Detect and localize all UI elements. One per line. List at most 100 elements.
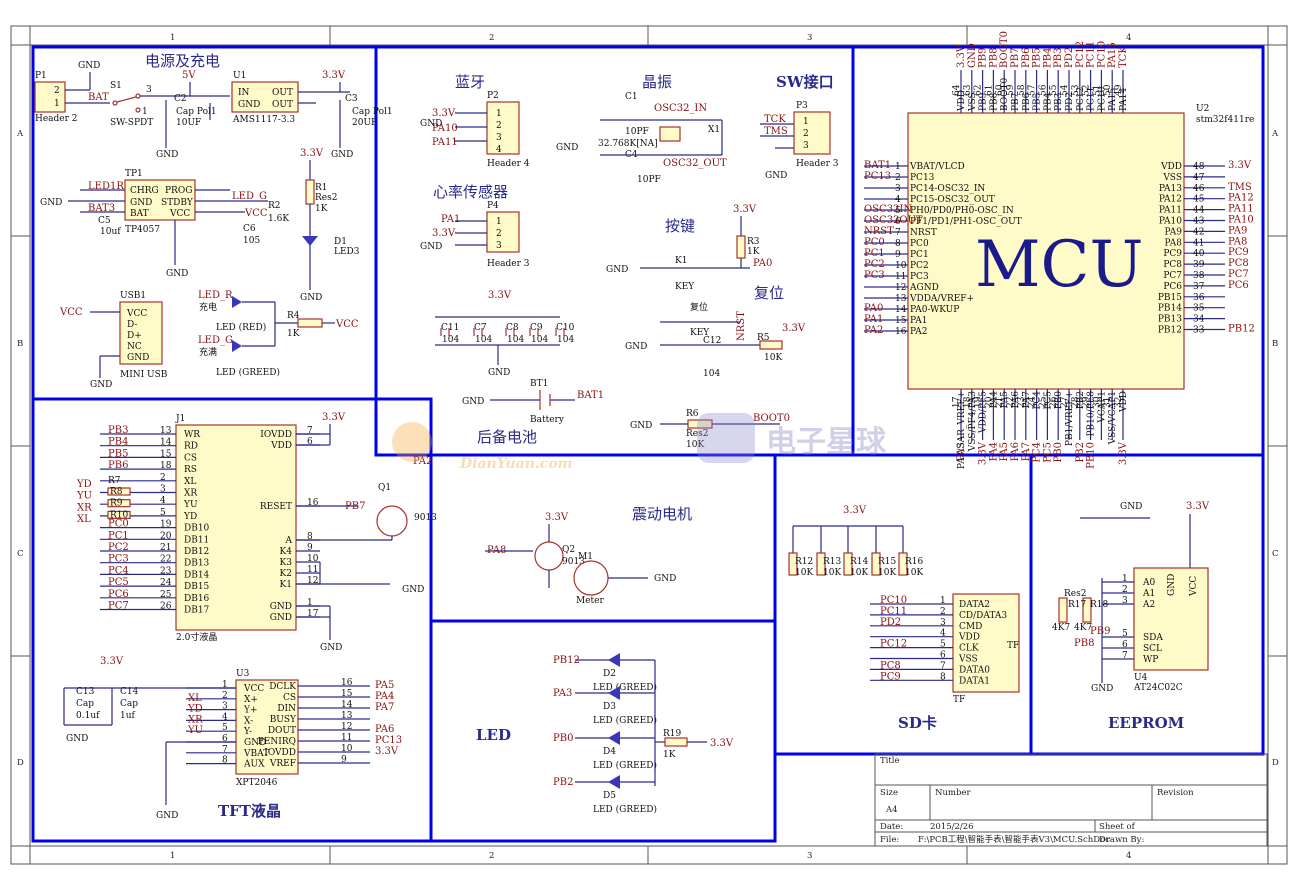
svg-text:Meter: Meter	[576, 596, 604, 606]
svg-text:XPT2046: XPT2046	[236, 778, 278, 788]
lcd-pin-number: 4	[160, 496, 166, 506]
sw-heading: SW接口	[776, 73, 834, 91]
mcu-net: PB2	[1075, 442, 1086, 462]
mcu-pin-number: 3	[895, 184, 901, 194]
mcu-pin-name: PC15-OSC32_OUT	[910, 195, 995, 205]
svg-text:10PF: 10PF	[637, 175, 661, 185]
mcu-pin-number: 35	[1193, 304, 1205, 314]
mcu-pin-number: 2	[895, 173, 901, 183]
eeprom-net: PB9	[1090, 626, 1110, 637]
mcu-pin-name: PA8	[1165, 238, 1183, 248]
mcu-net: PC4	[1032, 442, 1043, 463]
lcd-pin-name: K4	[280, 547, 293, 557]
mcu-pin-number: 40	[1193, 249, 1205, 259]
svg-text:R3: R3	[747, 237, 760, 247]
svg-text:AMS1117-3.3: AMS1117-3.3	[232, 115, 295, 125]
u3-net: YU	[187, 725, 203, 736]
mcu-pin-name: PB7	[1011, 92, 1021, 111]
mcu-pin-name: PB14	[1158, 304, 1182, 314]
lcd-pin-number: 1	[307, 598, 313, 608]
u3-pin-number: 6	[222, 734, 228, 744]
sd-resistor-ref: R12	[795, 557, 813, 567]
u3-pin-number: 7	[222, 745, 228, 755]
u3-pin-name: BUSY	[270, 715, 297, 725]
watermark-group: DianYuan.com 电子星球	[392, 413, 887, 472]
grid-col-label: 2	[489, 33, 494, 43]
mcu-pin-name: PB8	[989, 92, 999, 111]
lcd-pin-number: 14	[160, 438, 172, 448]
u3-net: 3.3V	[375, 746, 399, 757]
mcu-pin-name: PA5	[1000, 391, 1010, 409]
mcu-pin-number: 32	[1114, 397, 1124, 408]
mcu-net: BAT1	[864, 160, 891, 171]
u3-pin-name: Y+	[243, 706, 257, 716]
mcu-pin-name: PB1/VREF+	[1065, 391, 1075, 446]
mcu-net: PA5	[999, 442, 1010, 461]
watermark-right: 电子星球	[766, 425, 887, 460]
mcu-net: PC8	[1228, 258, 1249, 269]
svg-text:GND: GND	[238, 100, 260, 110]
header-p1	[34, 81, 66, 113]
mcu-pin-number: 28	[1071, 396, 1081, 408]
led-ref: D5	[603, 791, 616, 801]
u3-pin-number: 14	[341, 700, 353, 710]
reset-heading: 复位	[754, 284, 784, 302]
svg-text:Cap: Cap	[120, 699, 138, 709]
mcu-pin-name: PH0/PD0/PH0-OSC_IN	[910, 206, 1014, 216]
lcd-pin-name: DB13	[184, 559, 210, 569]
mcu-pin-name: PC7	[1163, 271, 1182, 281]
svg-text:LED_G: LED_G	[198, 335, 233, 346]
title-block: Title Size A4 Number Revision Date: 2015…	[874, 753, 1268, 847]
mcu-pin-name: PB4	[1043, 92, 1053, 111]
svg-text:LED (RED): LED (RED)	[216, 322, 266, 333]
mcu-pin-number: 20	[984, 396, 994, 408]
lcd-pin-name: DB17	[184, 606, 210, 616]
svg-text:Sheet of: Sheet of	[1099, 822, 1136, 832]
touch-resistor-ref: R10	[110, 510, 129, 520]
u3-pin-number: 9	[341, 755, 347, 765]
mcu-net: PA6	[1010, 442, 1021, 461]
mcu-pin-number: 53	[1071, 84, 1081, 96]
svg-text:1: 1	[496, 217, 502, 227]
usb-connector	[119, 301, 163, 365]
vibration-circuit: PA8 3.3V Q2 9013 M1 Meter GND	[485, 512, 676, 606]
svg-text:Cap Pol1: Cap Pol1	[352, 107, 393, 117]
lcd-pin-name: DB16	[184, 594, 210, 604]
svg-text:PA10: PA10	[432, 123, 458, 134]
battery-heading: 后备电池	[477, 428, 537, 446]
cap-ref: C7	[474, 323, 487, 333]
svg-text:Header 4: Header 4	[487, 159, 530, 169]
svg-text:GND: GND	[166, 269, 188, 279]
mcu-pin-name: PC11	[1087, 87, 1097, 111]
svg-text:3.3V: 3.3V	[432, 108, 456, 119]
lcd-pin-name: YD	[183, 512, 197, 522]
mcu-net: PA8	[1228, 236, 1247, 247]
u3-net: PA6	[375, 724, 394, 735]
svg-text:TMS: TMS	[764, 126, 788, 137]
svg-text:GND: GND	[402, 585, 424, 595]
svg-text:10K: 10K	[764, 353, 782, 363]
svg-text:GND: GND	[625, 342, 647, 352]
svg-text:GND: GND	[331, 150, 353, 160]
svg-text:TP4057: TP4057	[125, 225, 160, 235]
svg-text:Res2: Res2	[686, 429, 708, 439]
svg-text:R17: R17	[1068, 600, 1087, 610]
u3-pin-number: 2	[222, 691, 228, 701]
lcd-pin-name: XL	[184, 477, 196, 487]
tf-pin-number: 4	[940, 629, 946, 639]
cap-value: 104	[507, 335, 524, 345]
svg-text:2: 2	[803, 129, 809, 139]
tf-pin-name: CD/DATA3	[959, 611, 1007, 621]
button-heading: 按键	[665, 217, 695, 235]
svg-text:3: 3	[803, 141, 809, 151]
eeprom-pin-name: A2	[1142, 600, 1155, 610]
mcu-pin-number: 27	[1060, 396, 1070, 408]
svg-text:3.3V: 3.3V	[300, 148, 324, 159]
mcu-net: PC13	[864, 171, 891, 182]
svg-text:GND: GND	[1091, 684, 1113, 694]
grid-row-label: C	[17, 549, 24, 559]
